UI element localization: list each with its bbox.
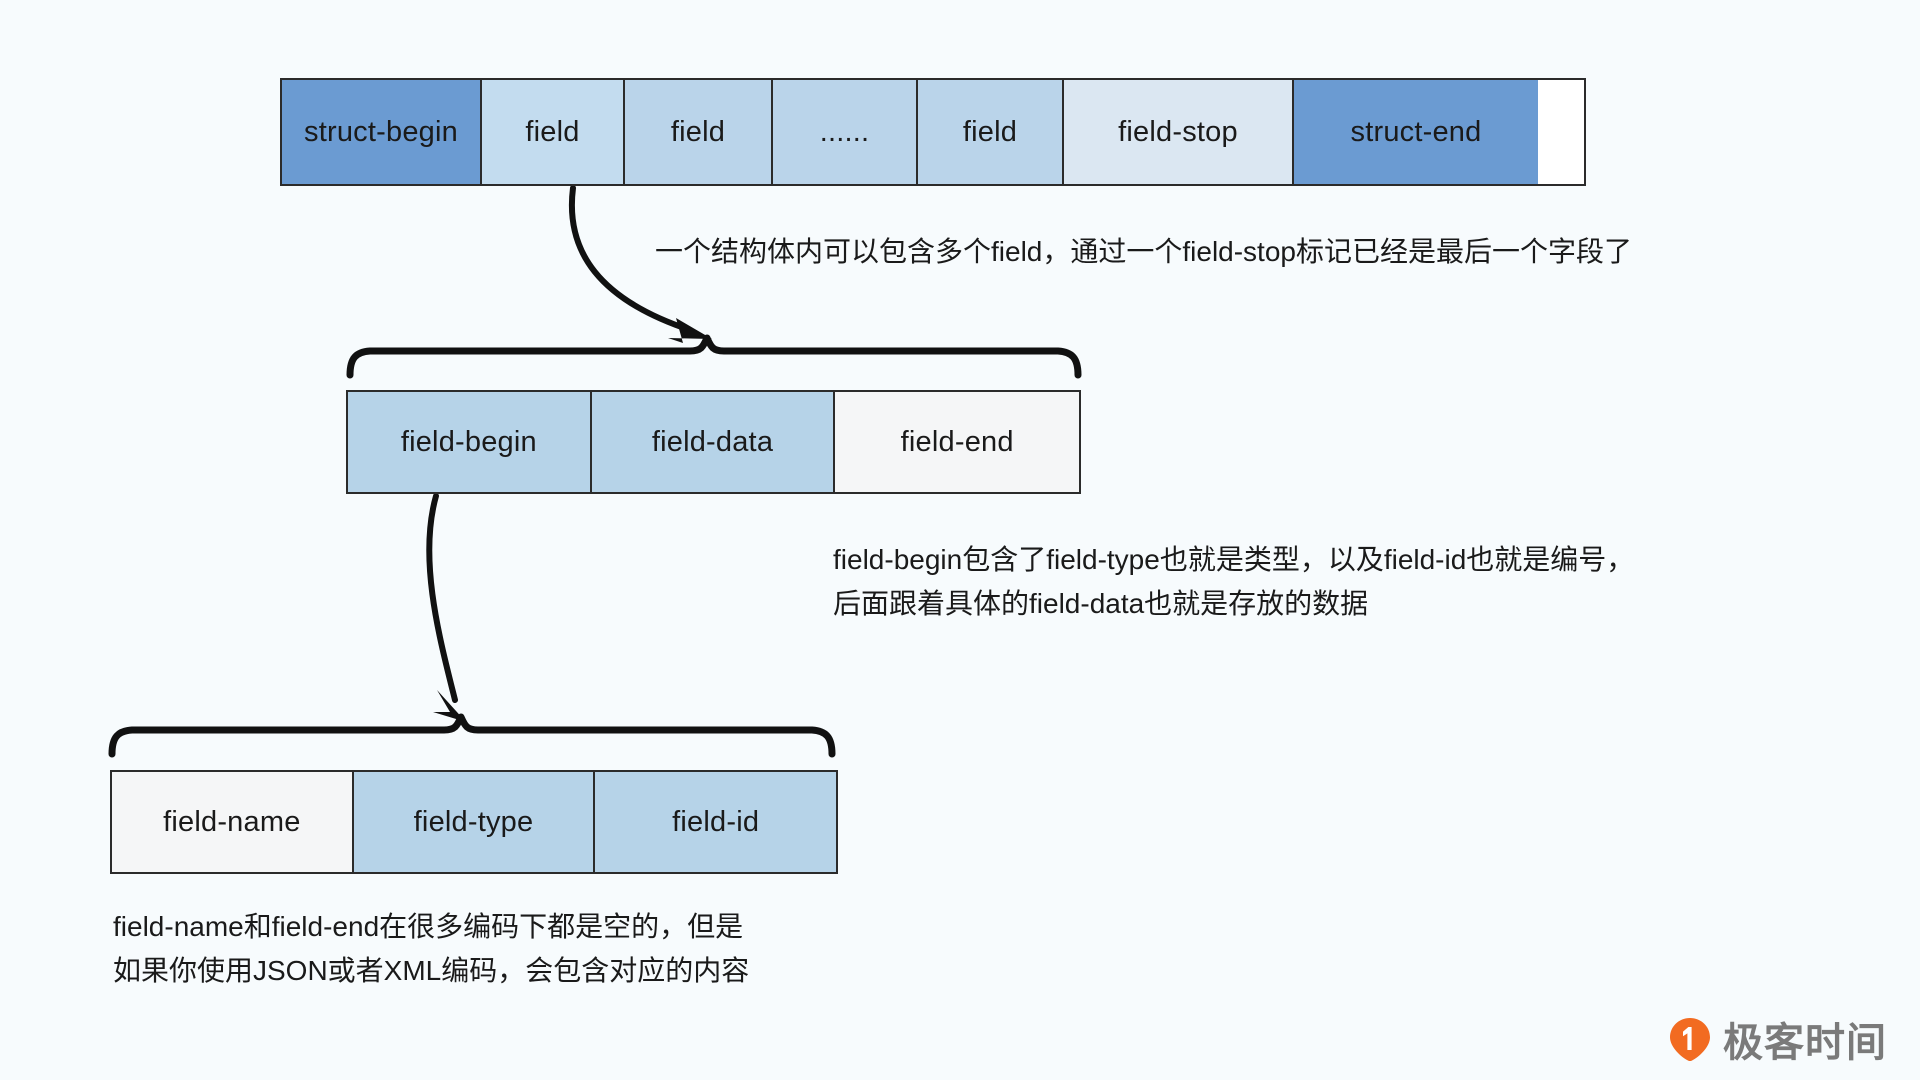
field-begin-layout-row: field-name field-type field-id	[110, 770, 838, 874]
field-cell-field-end[interactable]: field-end	[835, 392, 1079, 492]
watermark: 极客时间	[1667, 1010, 1887, 1068]
struct-cell-label: field-stop	[1118, 115, 1238, 148]
struct-note-text: 一个结构体内可以包含多个field，通过一个field-stop标记已经是最后一…	[655, 236, 1632, 267]
struct-cell-label: struct-begin	[304, 115, 458, 148]
field-cell-label: field-data	[651, 425, 774, 458]
field-begin-note-text: field-name和field-end在很多编码下都是空的，但是 如果你使用J…	[113, 911, 750, 986]
watermark-label: 极客时间	[1723, 1021, 1887, 1065]
struct-cell-field-3[interactable]: field	[918, 80, 1064, 184]
field-cell-label: field-begin	[400, 425, 537, 458]
geektime-pin-icon	[1667, 1016, 1713, 1062]
struct-cell-field-stop[interactable]: field-stop	[1064, 80, 1294, 184]
field-note-text: field-begin包含了field-type也就是类型，以及field-id…	[833, 544, 1635, 619]
struct-cell-ellipsis[interactable]: ......	[773, 80, 918, 184]
field-cell-field-begin[interactable]: field-begin	[348, 392, 592, 492]
struct-cell-struct-begin[interactable]: struct-begin	[282, 80, 482, 184]
struct-cell-field-2[interactable]: field	[625, 80, 773, 184]
struct-cell-struct-end[interactable]: struct-end	[1294, 80, 1538, 184]
field-row-brace	[346, 334, 1082, 379]
struct-cell-label: field	[962, 115, 1018, 148]
field-begin-cell-field-type[interactable]: field-type	[353, 772, 596, 872]
field-begin-cell-field-name[interactable]: field-name	[112, 772, 354, 872]
struct-cell-label: struct-end	[1350, 115, 1482, 148]
field-begin-cell-label: field-name	[163, 805, 301, 838]
field-cell-label: field-end	[900, 425, 1014, 458]
field-begin-cell-label: field-id	[672, 805, 760, 838]
struct-cell-label: field	[670, 115, 726, 148]
struct-layout-row: struct-begin field field ...... field fi…	[280, 78, 1586, 186]
struct-cell-field-1[interactable]: field	[482, 80, 625, 184]
field-begin-row-brace	[108, 713, 836, 758]
field-begin-cell-field-id[interactable]: field-id	[595, 772, 836, 872]
field-cell-field-data[interactable]: field-data	[591, 392, 836, 492]
struct-cell-label: ......	[819, 115, 870, 148]
struct-cell-label: field	[525, 115, 580, 148]
field-begin-cell-label: field-type	[413, 805, 534, 838]
field-begin-to-field-begin-layout-arrow	[426, 493, 466, 722]
field-layout-row: field-begin field-data field-end	[346, 390, 1081, 494]
